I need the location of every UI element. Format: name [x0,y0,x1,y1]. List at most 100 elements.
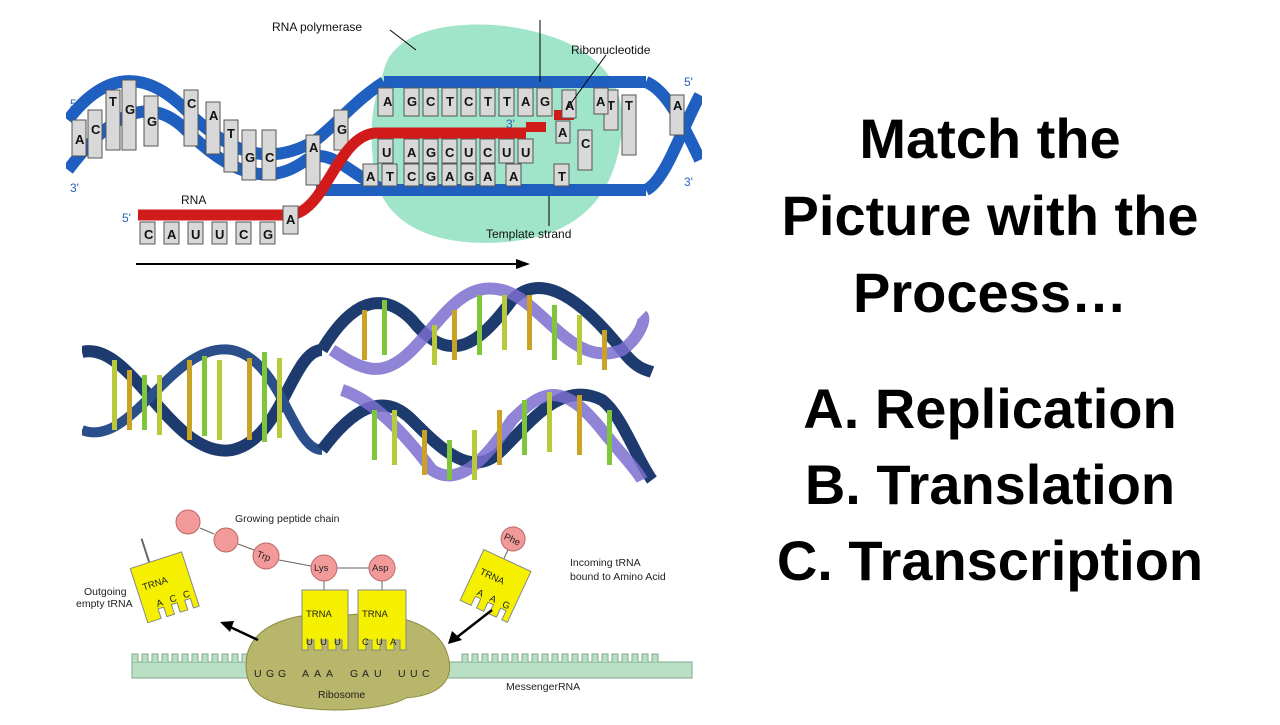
svg-text:C: C [144,227,154,242]
trna-a-site: TRNA C U A [357,589,407,651]
label-messenger-rna: MessengerRNA [506,681,580,693]
svg-text:A: A [445,169,455,184]
svg-text:G: G [337,122,347,137]
amino-acid-trp [252,542,280,570]
svg-text:T: T [484,94,492,109]
slide-title: Match the Picture with the Process… [740,100,1240,331]
option-a: A. Replication [803,377,1177,440]
svg-text:A: A [565,98,575,113]
svg-text:Lys: Lys [314,563,329,574]
svg-text:U: U [502,145,511,160]
label-outgoing: Outgoing [84,586,127,598]
svg-text:A: A [155,597,165,610]
svg-text:C: C [581,136,591,151]
svg-text:A: A [673,98,683,113]
rna-3prime-cap [526,122,546,132]
svg-text:G: G [540,94,550,109]
label-empty-trna: empty tRNA [76,598,133,610]
svg-text:A: A [483,169,493,184]
replication-diagram [80,280,658,494]
svg-text:U: U [382,145,391,160]
svg-text:Trp: Trp [255,549,272,564]
svg-text:T: T [386,169,394,184]
svg-text:U: U [254,668,262,680]
svg-text:G: G [350,668,358,680]
trna-incoming: Phe TRNA A A G [459,526,532,623]
label-3prime-left: 3' [70,181,79,195]
svg-text:U: U [320,637,327,648]
direction-arrowhead [516,259,530,269]
replication-svg [80,282,657,484]
svg-text:C: C [422,668,430,680]
peptide-chain: Trp Lys Asp [175,509,396,590]
svg-text:U: U [464,145,473,160]
svg-text:C: C [407,169,417,184]
svg-text:A: A [509,169,519,184]
svg-text:U: U [191,227,200,242]
svg-text:G: G [464,169,474,184]
svg-text:A: A [390,637,397,648]
option-c: C. Transcription [776,529,1204,592]
svg-text:A: A [209,108,219,123]
svg-text:A: A [407,145,417,160]
svg-text:U: U [374,668,382,680]
svg-text:G: G [407,94,417,109]
answer-options: A. Replication B. Translation C. Transcr… [740,371,1240,599]
transcription-svg: A C T G G C A T G C A [63,20,706,269]
svg-text:A: A [558,125,568,140]
svg-text:A: A [167,227,177,242]
rna-inside-bases: U A G C U C U U [377,138,534,164]
pointer-ribonucleotide [565,54,607,111]
label-5prime-rna: 5' [122,211,131,225]
svg-text:T: T [607,98,615,113]
svg-text:T: T [558,169,566,184]
rna-tail-bases: C A U U C G A [139,205,299,245]
svg-text:A: A [383,94,393,109]
svg-text:T: T [446,94,454,109]
arrow-incoming-head [448,631,462,644]
svg-text:A: A [309,140,319,155]
svg-text:C: C [265,150,275,165]
svg-text:A: A [75,132,85,147]
top-strand-bases: A G C T C T T A G [377,87,553,117]
mrna-sequence: U G G A A A G A U U U C [254,668,430,680]
upper-rungs [362,295,607,370]
svg-text:C: C [168,593,178,606]
lower-rungs [372,392,612,480]
left-helix-bases: A C T G G C A T G C A [71,79,349,186]
svg-text:Asp: Asp [372,563,388,574]
svg-text:A: A [488,593,499,606]
svg-text:T: T [503,94,511,109]
svg-text:U: U [306,637,313,648]
svg-text:G: G [500,599,511,612]
svg-text:G: G [426,145,436,160]
svg-text:A: A [362,668,369,680]
svg-text:TRNA: TRNA [306,609,333,620]
label-rna: RNA [181,193,206,207]
ribonucleotide-bases: A A [555,87,609,144]
svg-text:C: C [239,227,249,242]
option-b: B. Translation [804,453,1176,516]
svg-text:A: A [302,668,309,680]
svg-text:G: G [266,668,274,680]
helix-backbone-right-2 [642,92,706,196]
label-3prime-rna: 3' [506,117,515,131]
svg-text:A: A [314,668,321,680]
svg-text:U: U [376,637,383,648]
arrow-outgoing [227,624,259,642]
svg-text:G: G [125,102,135,117]
label-ribosome: Ribosome [318,689,365,701]
svg-text:C: C [182,589,192,602]
svg-text:U: U [410,668,418,680]
parent-rungs [112,352,282,442]
label-5prime-left: 5' [70,97,79,111]
svg-text:G: G [263,227,273,242]
svg-text:C: C [483,145,493,160]
svg-text:C: C [426,94,436,109]
label-5prime-right: 5' [684,75,693,89]
svg-text:A: A [475,587,486,600]
svg-text:U: U [334,637,341,648]
svg-text:U: U [398,668,406,680]
label-incoming-trna: Incoming tRNA [570,557,641,569]
